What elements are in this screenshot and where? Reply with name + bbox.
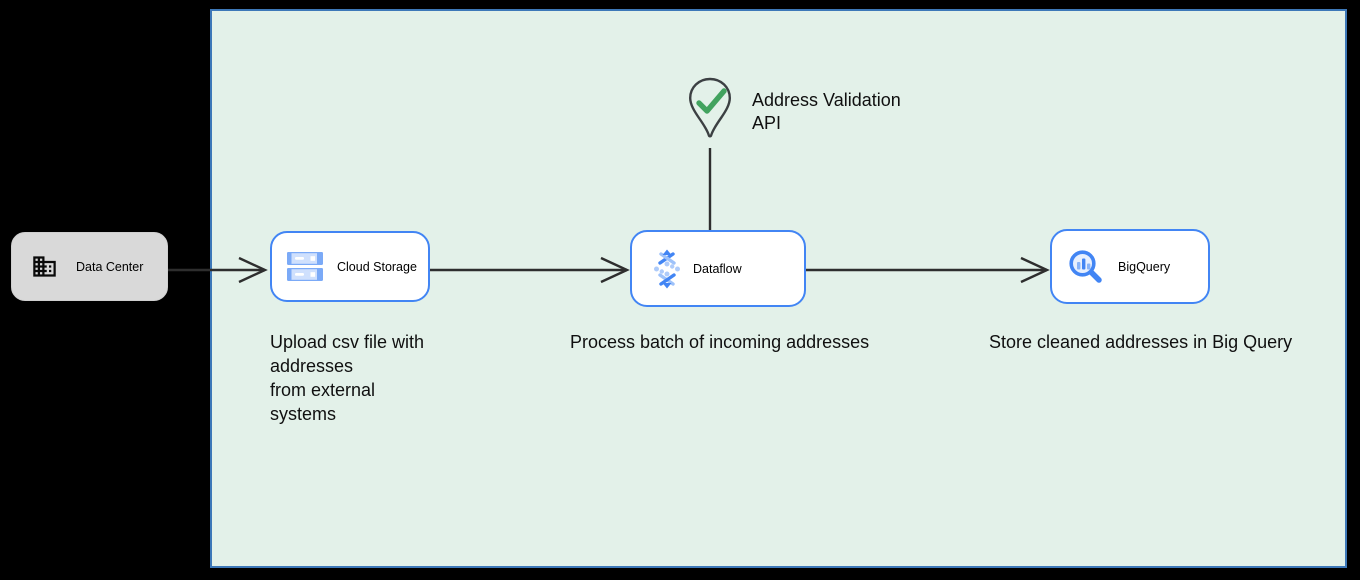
location-pin-check-icon: [687, 77, 733, 146]
caption-store-bigquery: Store cleaned addresses in Big Query: [989, 332, 1293, 352]
dataflow-icon: [647, 249, 687, 289]
node-label: Data Center: [76, 259, 144, 274]
node-label: BigQuery: [1118, 259, 1171, 274]
bigquery-icon: [1067, 248, 1105, 286]
node-bigquery[interactable]: BigQuery: [1050, 229, 1210, 304]
api-label: Address Validation API: [752, 90, 901, 133]
node-dataflow[interactable]: Dataflow: [630, 230, 806, 307]
node-label: Dataflow: [693, 261, 742, 276]
node-label: Cloud Storage: [337, 259, 417, 274]
caption-process-batch: Process batch of incoming addresses: [570, 332, 870, 352]
caption-upload-csv: Upload csv file with addresses from exte…: [270, 332, 425, 424]
building-icon: [31, 253, 58, 280]
node-cloud-storage[interactable]: Cloud Storage: [270, 231, 430, 302]
node-data-center[interactable]: Data Center: [11, 232, 168, 301]
cloud-storage-icon: [286, 251, 324, 282]
